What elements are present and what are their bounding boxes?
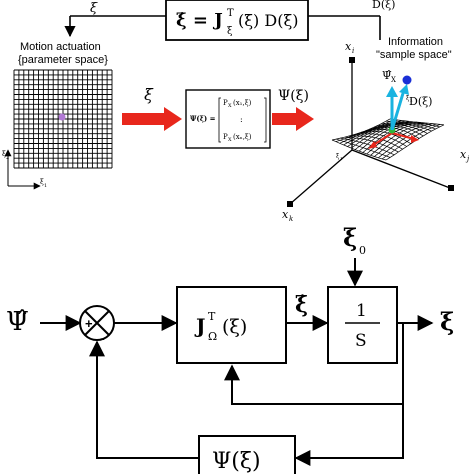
equation-sub: ξ [227,26,233,37]
axis-xi-sub: i [352,47,354,55]
integrator-block: 1 S [327,286,398,364]
axis-xk-marker [287,201,293,207]
matrix-row1-sub: X [228,103,232,109]
outer-feedback-line-right [294,404,404,466]
d-xi-label: D(ξ) [409,95,432,108]
mesh-line [366,122,425,155]
summing-junction: + - [79,305,115,346]
axis-xj-sub: j [465,155,470,163]
jacobian-arg: (ξ) [222,316,247,338]
mesh-line [377,123,432,132]
red-arrow-left [122,107,182,131]
jacobian-sup: T [208,310,216,323]
parameter-axes: ξ 2 ξ 1 [2,149,47,190]
grid-axis-y-sub: 2 [6,155,9,161]
grid-axis-x-label: ξ [40,178,44,186]
info-title: Information [388,36,443,48]
mesh-line [374,123,433,157]
surface-xi1-sub: 1 [340,156,343,161]
jacobian-block: J T Ω (ξ) [176,286,287,364]
matrix-row2-arg: (xₙ,ξ) [233,133,252,141]
mesh-line [389,118,445,126]
equation-rhs: (ξ) D(ξ) [238,11,299,30]
sum-plus-sign: + [85,316,93,331]
mesh-line [373,124,428,134]
psi-block-label: Ψ(ξ) [212,449,261,474]
axis-xi-label: x [345,40,352,53]
motion-subtitle: {parameter space} [18,54,108,66]
axis-xk-sub: k [289,215,293,223]
axis-xj-label: x [460,148,467,161]
parameter-grid [13,69,113,169]
surface-red-arrows [368,132,419,149]
surface-xi2-sub: 2 [410,98,413,103]
motion-title: Motion actuation [20,41,101,53]
grid-axis-x-sub: 1 [44,183,47,189]
xi0-label: ξ [343,223,357,252]
info-subtitle: "sample space" [376,49,452,61]
outer-feedback-line-left [89,340,199,459]
equation-lhs: ξ̇ = J [176,10,223,31]
feedback-label-right: D(ξ) [372,0,395,11]
psi-out-label: Ψ(ξ) [278,88,309,104]
cyan-vectors [386,84,409,131]
blue-target-point [402,75,412,85]
output-xi-label: ξ [440,307,454,336]
sample-axes: x i x j x k [282,40,470,223]
equation-sup: T [227,8,234,19]
psi-feedback-block: Ψ(ξ) [198,435,296,474]
feedback-label-left: ξ [90,1,98,16]
red-arrow-right [272,107,314,131]
input-psi-hat-label: Ψ̂ [6,307,29,337]
matrix-row2-sub: X [228,137,232,143]
integrator-numerator: 1 [356,301,367,321]
axis-xk-label: x [282,208,289,221]
matrix-row1-arg: (x₁,ξ) [233,99,252,107]
matrix-dots: : [240,115,243,124]
top-diagram: ξ̇ = J T ξ (ξ) D(ξ) ξ D(ξ) Motion actuat… [2,0,470,223]
grid-axis-y-label: ξ [2,150,6,158]
mesh-line [370,122,429,156]
jacobian-label: J [194,314,205,338]
surface-xi2-label: ξ [406,95,410,102]
matrix-row2: P [223,133,228,141]
matrix-row1: P [223,99,228,107]
parameter-point [58,113,66,121]
equation-box [165,0,309,41]
xi-input-label: ξ [144,85,154,104]
sum-minus-sign: - [100,330,105,346]
integrator-denominator: S [355,331,367,351]
psi-hat-x-label: Ψ̂ [382,69,392,82]
surface-xi1-label: ξ [336,153,340,160]
psi-hat-x-sub: X [391,76,396,84]
matrix-lhs: Ψ(ξ) = [190,114,216,123]
inner-feedback-line [224,323,404,405]
mesh-line [369,125,424,137]
top-feedback-loop: ξ̇ = J T ξ (ξ) D(ξ) ξ D(ξ) [64,0,395,41]
sample-surface-mesh [331,118,445,161]
block-diagram: Ψ̂ + - J T Ω (ξ) ξ̇ ξ 0 1 S [6,223,454,474]
axis-xj-marker [448,185,454,191]
axis-xi-marker [349,57,355,63]
jacobian-sub: Ω [208,330,217,343]
xi-dot-label: ξ̇ [295,292,308,318]
xi0-sub: 0 [359,244,366,257]
matrix-box: Ψ(ξ) = P X (x₁,ξ) : P X (xₙ,ξ) [185,89,271,149]
